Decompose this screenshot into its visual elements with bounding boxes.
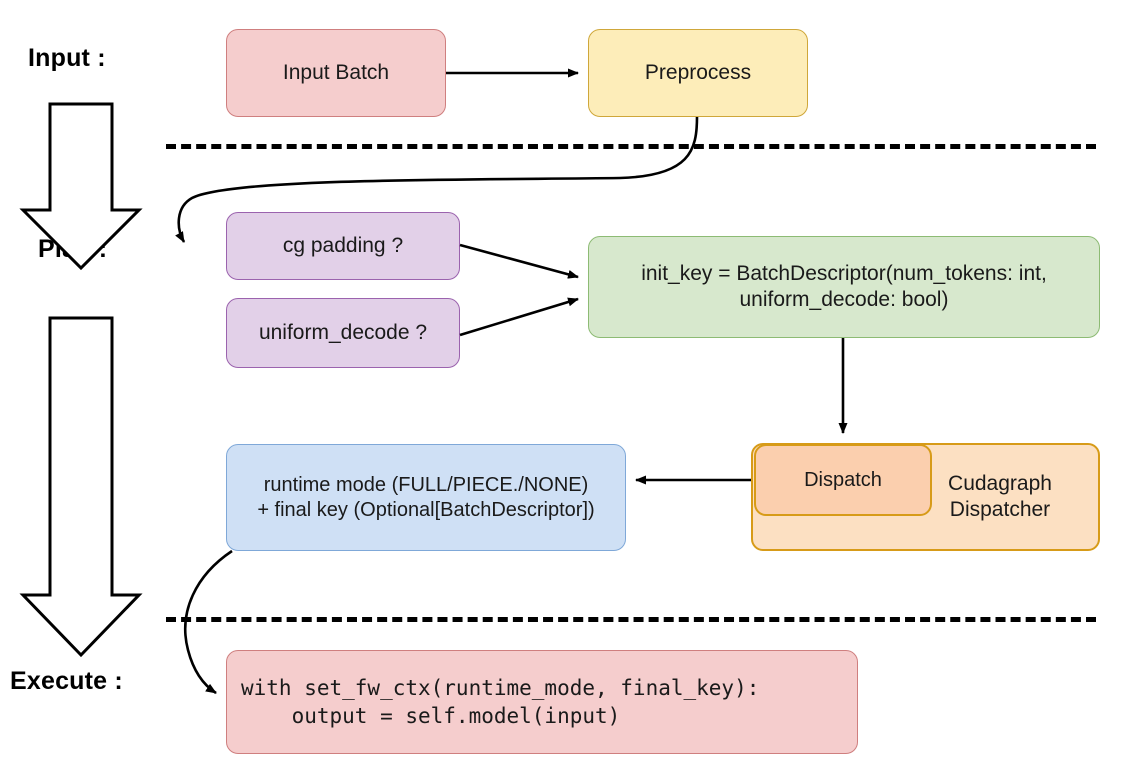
node-uniform-decode-label: uniform_decode ? bbox=[258, 320, 428, 344]
stage-arrow-plan-to-execute bbox=[19, 316, 143, 658]
node-input-batch-label: Input Batch bbox=[282, 60, 390, 84]
node-uniform-decode[interactable]: uniform_decode ? bbox=[226, 298, 460, 368]
node-cg-padding-label: cg padding ? bbox=[282, 233, 404, 257]
node-execute-code[interactable]: with set_fw_ctx(runtime_mode, final_key)… bbox=[226, 650, 858, 754]
edge-cg-padding-to-init-key bbox=[459, 243, 579, 279]
edge-runtime-mode-to-execute-code bbox=[183, 549, 233, 695]
node-runtime-mode[interactable]: runtime mode (FULL/PIECE./NONE) + final … bbox=[226, 444, 626, 551]
stage-label-plan: Plan : bbox=[38, 235, 108, 263]
node-cudagraph-dispatcher-label: Cudagraph Dispatcher bbox=[948, 471, 1052, 521]
plan-execute-divider bbox=[166, 617, 1096, 622]
node-dispatch-label: Dispatch bbox=[804, 468, 882, 491]
input-plan-divider bbox=[166, 144, 1096, 149]
stage-label-input: Input : bbox=[28, 44, 106, 72]
stage-label-execute: Execute : bbox=[10, 667, 123, 695]
node-cg-padding[interactable]: cg padding ? bbox=[226, 212, 460, 280]
node-preprocess[interactable]: Preprocess bbox=[588, 29, 808, 117]
edge-uniform-decode-to-init-key bbox=[459, 297, 579, 337]
node-execute-code-label: with set_fw_ctx(runtime_mode, final_key)… bbox=[241, 675, 760, 728]
node-runtime-mode-label: runtime mode (FULL/PIECE./NONE) + final … bbox=[257, 473, 595, 521]
node-preprocess-label: Preprocess bbox=[644, 60, 752, 84]
node-init-key-label: init_key = BatchDescriptor(num_tokens: i… bbox=[641, 261, 1047, 311]
node-dispatch[interactable]: Dispatch bbox=[754, 444, 932, 516]
node-input-batch[interactable]: Input Batch bbox=[226, 29, 446, 117]
node-init-key[interactable]: init_key = BatchDescriptor(num_tokens: i… bbox=[588, 236, 1100, 338]
